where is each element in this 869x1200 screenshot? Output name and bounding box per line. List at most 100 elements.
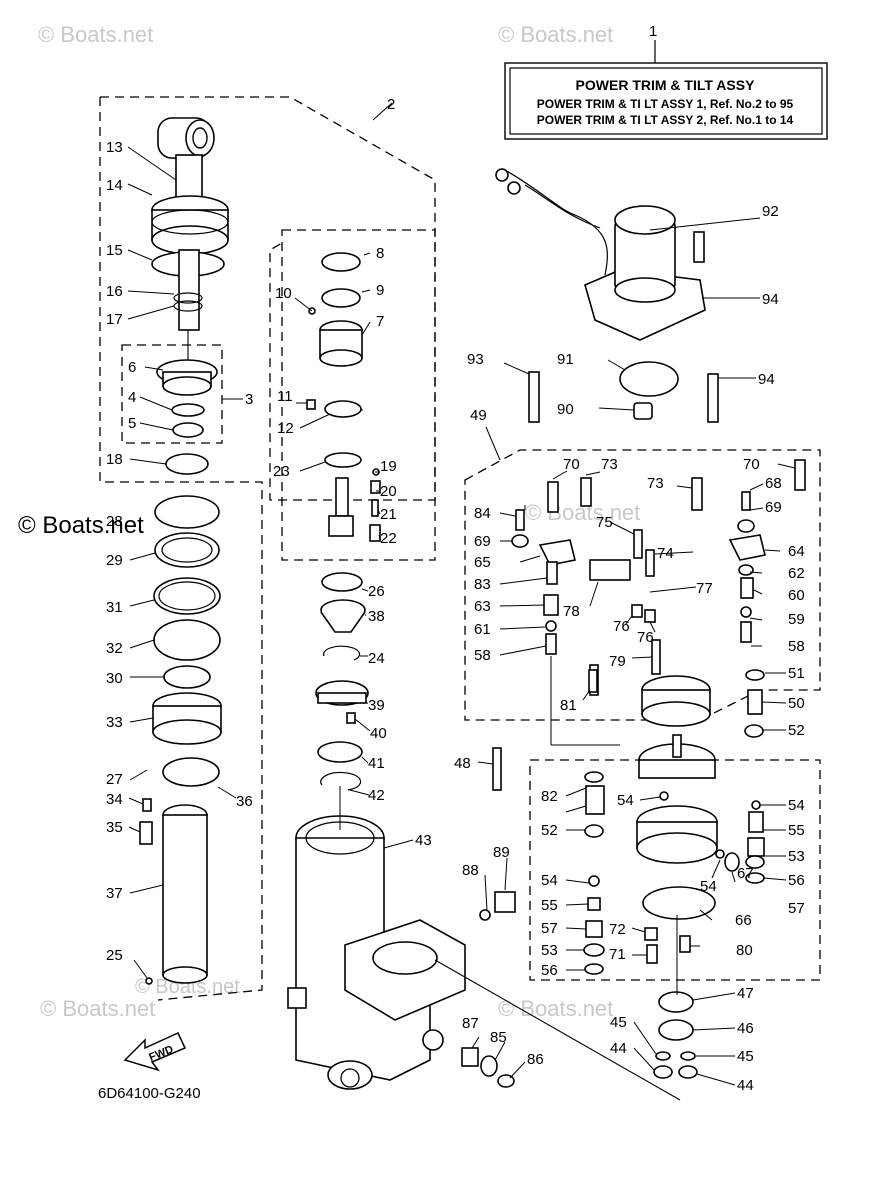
watermark: © Boats.net — [38, 22, 153, 47]
watermark: © Boats.net — [40, 996, 155, 1021]
callout: 28 — [106, 513, 123, 530]
callout: 2 — [387, 96, 395, 113]
watermark: © Boats.net — [498, 996, 613, 1021]
callout: 79 — [609, 653, 626, 670]
callout: 35 — [106, 819, 123, 836]
callout: 13 — [106, 139, 123, 156]
title-line-2: POWER TRIM & TI LT ASSY 2, Ref. No.1 to … — [537, 113, 794, 127]
callout: 6 — [128, 359, 136, 376]
callout: 81 — [560, 697, 577, 714]
callout: 69 — [765, 499, 782, 516]
callout-numbers: 1 2 3 4 5 6 7 8 9 10 11 12 13 14 15 16 1… — [106, 23, 805, 1094]
callout: 18 — [106, 451, 123, 468]
callout: 68 — [765, 475, 782, 492]
callout: 71 — [609, 946, 626, 963]
callout: 23 — [273, 463, 290, 480]
callout: 55 — [541, 897, 558, 914]
watermark-dark: © Boats.net — [18, 512, 144, 539]
callout: 87 — [462, 1015, 479, 1032]
tilt-ram-assembly — [139, 117, 229, 985]
callout: 76 — [637, 629, 654, 646]
callout: 58 — [788, 638, 805, 655]
title-heading: POWER TRIM & TILT ASSY — [576, 77, 756, 93]
callout: 30 — [106, 670, 123, 687]
callout: 16 — [106, 283, 123, 300]
callout: 14 — [106, 177, 123, 194]
callout: 25 — [106, 947, 123, 964]
callout: 22 — [380, 530, 397, 547]
callout: 54 — [617, 792, 634, 809]
callout: 76 — [613, 618, 630, 635]
callout: 70 — [743, 456, 760, 473]
valve-assembly — [306, 252, 381, 791]
callout: 83 — [474, 576, 491, 593]
callout: 50 — [788, 695, 805, 712]
callout: 75 — [596, 514, 613, 531]
callout: 59 — [788, 611, 805, 628]
callout: 64 — [788, 543, 805, 560]
callout: 36 — [236, 793, 253, 810]
watermark: © Boats.net — [498, 22, 613, 47]
callout: 46 — [737, 1020, 754, 1037]
callout: 88 — [462, 862, 479, 879]
callout: 53 — [788, 848, 805, 865]
title-line-1: POWER TRIM & TI LT ASSY 1, Ref. No.2 to … — [537, 97, 794, 111]
callout: 8 — [376, 245, 384, 262]
callout: 89 — [493, 844, 510, 861]
callout: 40 — [370, 725, 387, 742]
callout: 4 — [128, 389, 136, 406]
fwd-arrow: FWD — [123, 1032, 187, 1072]
callout: 90 — [557, 401, 574, 418]
callout: 61 — [474, 621, 491, 638]
title-box: POWER TRIM & TILT ASSY POWER TRIM & TI L… — [504, 40, 828, 140]
callout: 51 — [788, 665, 805, 682]
callout: 27 — [106, 771, 123, 788]
callout: 11 — [277, 388, 293, 405]
callout: 72 — [609, 921, 626, 938]
callout: 48 — [454, 755, 471, 772]
callout: 93 — [467, 351, 484, 368]
callout: 5 — [128, 415, 136, 432]
pump-valve-assembly — [492, 371, 806, 1079]
group-outline-2-lower — [99, 97, 263, 1001]
trim-motor — [495, 168, 706, 420]
callout: 19 — [380, 458, 397, 475]
callout: 74 — [657, 545, 674, 562]
callout: 52 — [541, 822, 558, 839]
watermark: © Boats.net — [135, 976, 240, 998]
callout: 63 — [474, 598, 491, 615]
callout: 54 — [541, 872, 558, 889]
callout: 12 — [277, 420, 294, 437]
callout: 37 — [106, 885, 123, 902]
callout: 3 — [245, 391, 253, 408]
leader-lines — [127, 102, 796, 1086]
callout: 91 — [557, 351, 574, 368]
callout: 21 — [380, 506, 397, 523]
callout: 65 — [474, 554, 491, 571]
callout: 9 — [376, 282, 384, 299]
callout: 32 — [106, 640, 123, 657]
callout: 1 — [649, 23, 657, 40]
callout: 78 — [563, 603, 580, 620]
callout: 43 — [415, 832, 432, 849]
callout: 73 — [647, 475, 664, 492]
group-outline-valve — [281, 229, 436, 561]
callout: 38 — [368, 608, 385, 625]
callout: 55 — [788, 822, 805, 839]
callout: 24 — [368, 650, 385, 667]
callout: 77 — [696, 580, 713, 597]
callout: 49 — [470, 407, 487, 424]
group-outline-2 — [100, 96, 436, 501]
callout: 57 — [788, 900, 805, 917]
callout: 94 — [758, 371, 775, 388]
callout: 58 — [474, 647, 491, 664]
callout: 94 — [762, 291, 779, 308]
callout: 45 — [610, 1014, 627, 1031]
callout: 26 — [368, 583, 385, 600]
group-outline-3 — [121, 344, 223, 444]
callout: 42 — [368, 787, 385, 804]
callout: 67 — [737, 865, 754, 882]
callout: 31 — [106, 599, 123, 616]
callout: 44 — [610, 1040, 627, 1057]
